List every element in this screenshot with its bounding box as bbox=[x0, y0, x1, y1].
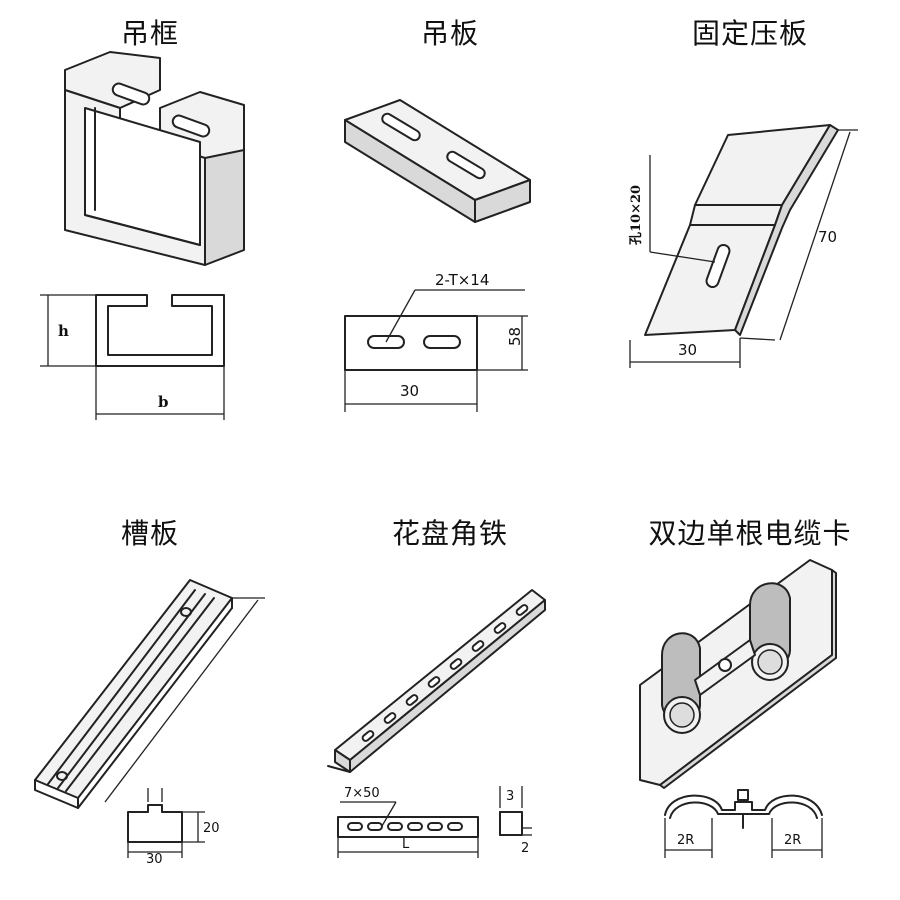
dim-label-flange: 3 bbox=[506, 789, 514, 804]
angle-slots bbox=[361, 604, 529, 742]
dim-label-right-radius: 2R bbox=[784, 833, 801, 848]
dim-label-length: L bbox=[402, 837, 410, 852]
channel-plate-drawing: 20 30 bbox=[34, 579, 265, 867]
panel-title: 花盘角铁 bbox=[391, 517, 508, 550]
dim-label-width: 30 bbox=[146, 852, 163, 867]
cable-clamp-section: 2R 2R bbox=[664, 789, 823, 858]
panel-title: 固定压板 bbox=[691, 17, 808, 50]
dim-label-slot: 7×50 bbox=[344, 786, 380, 801]
hanging-plate-iso bbox=[344, 99, 531, 223]
dim-label-width: b bbox=[158, 393, 169, 411]
dim-label-width: 30 bbox=[400, 382, 419, 400]
cable-clamp-iso bbox=[639, 559, 837, 789]
panel-hanging-frame: 吊框 h b bbox=[0, 0, 300, 450]
hanging-frame-drawing: h b bbox=[40, 51, 245, 420]
hanging-frame-iso bbox=[64, 51, 245, 266]
hanging-plate-drawing: 2-T×14 58 30 bbox=[344, 99, 531, 412]
channel-plate-iso bbox=[34, 579, 265, 809]
slotted-angle-section: 7×50 L 3 2 bbox=[337, 786, 532, 858]
slotted-angle-iso bbox=[327, 589, 546, 773]
panel-fixing-plate: 固定压板 孔10×20 70 30 bbox=[600, 0, 900, 450]
panel-title: 吊框 bbox=[120, 17, 179, 50]
dim-label-height: h bbox=[58, 322, 69, 340]
panel-title: 双边单根电缆卡 bbox=[648, 517, 852, 550]
fixing-plate-iso: 孔10×20 70 30 bbox=[629, 124, 858, 368]
dim-label-height: 58 bbox=[506, 327, 524, 346]
dim-label-left-radius: 2R bbox=[677, 833, 694, 848]
panel-double-cable-clamp: 双边单根电缆卡 2R bbox=[600, 450, 900, 900]
dim-label-slot: 2-T×14 bbox=[435, 271, 489, 289]
hanging-plate-section: 2-T×14 58 30 bbox=[344, 271, 528, 412]
dim-label-width: 30 bbox=[678, 341, 697, 359]
dim-label-height: 20 bbox=[203, 821, 220, 836]
panel-title: 槽板 bbox=[120, 517, 179, 550]
slotted-angle-drawing: 7×50 L 3 2 bbox=[327, 589, 546, 858]
dim-label-hole: 孔10×20 bbox=[629, 185, 644, 245]
fixing-plate-drawing: 孔10×20 70 30 bbox=[629, 124, 858, 368]
dim-label-length: 70 bbox=[818, 228, 837, 246]
panel-slotted-angle: 花盘角铁 bbox=[300, 450, 600, 900]
channel-plate-section: 20 30 bbox=[127, 788, 220, 867]
panel-channel-plate: 槽板 20 30 bbox=[0, 450, 300, 900]
panel-title: 吊板 bbox=[420, 17, 479, 50]
hanging-frame-section: h b bbox=[40, 294, 225, 420]
dim-label-thickness: 2 bbox=[521, 841, 529, 856]
panel-hanging-plate: 吊板 2-T×14 58 30 bbox=[300, 0, 600, 450]
cable-clamp-drawing: 2R 2R bbox=[639, 559, 837, 858]
